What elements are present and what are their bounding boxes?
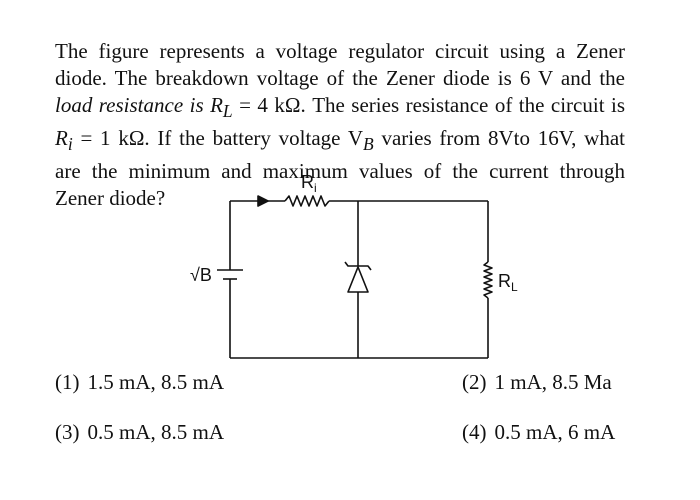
- option-text: 0.5 mA, 8.5 mA: [87, 420, 225, 444]
- load-resistor-symbol: [483, 261, 493, 299]
- option-number: (2): [462, 370, 487, 394]
- load-resistor-label: RL: [498, 271, 518, 294]
- var-r: R: [55, 126, 68, 151]
- text-segment: = 4 kΩ. The series resistance of the cir…: [232, 93, 625, 117]
- var-r-sub-l: L: [222, 101, 233, 122]
- question-line-4: Ri = 1 kΩ. If the battery voltage VB var…: [55, 125, 625, 158]
- question-line-1: The figure represents a voltage regulato…: [55, 39, 625, 63]
- option-text: 0.5 mA, 6 mA: [494, 420, 616, 444]
- question-text: The figure represents a voltage regulato…: [55, 38, 625, 212]
- option-4[interactable]: (4) 0.5 mA, 6 mA: [462, 420, 615, 445]
- series-resistor-label: Ri: [301, 172, 317, 195]
- zener-bar-icon: [344, 261, 372, 271]
- option-number: (4): [462, 420, 487, 444]
- question-line-3: load resistance is RL = 4 kΩ. The series…: [55, 92, 625, 125]
- option-number: (1): [55, 370, 80, 394]
- var-v-sub-b: B: [363, 134, 374, 155]
- var-r: load resistance is R: [55, 93, 223, 117]
- current-arrow: [257, 195, 269, 207]
- option-text: 1 mA, 8.5 Ma: [494, 370, 612, 394]
- option-1[interactable]: (1) 1.5 mA, 8.5 mA: [55, 370, 224, 395]
- series-resistor-symbol: [284, 195, 330, 207]
- text-segment: varies from 8Vto 16V, what: [373, 126, 625, 151]
- question-line-2: diode. The breakdown voltage of the Zene…: [55, 66, 625, 90]
- text-segment: = 1 kΩ. If the battery voltage V: [72, 126, 364, 151]
- option-number: (3): [55, 420, 80, 444]
- option-text: 1.5 mA, 8.5 mA: [87, 370, 225, 394]
- question-line-5: are the minimum and maximum values of th…: [55, 159, 625, 184]
- question-line-6: Zener diode?: [55, 186, 166, 211]
- option-2[interactable]: (2) 1 mA, 8.5 Ma: [462, 370, 612, 395]
- battery-label: √B: [190, 265, 212, 285]
- option-3[interactable]: (3) 0.5 mA, 8.5 mA: [55, 420, 224, 445]
- zener-triangle-icon: [347, 266, 369, 293]
- var-r-sub-i: i: [67, 134, 73, 155]
